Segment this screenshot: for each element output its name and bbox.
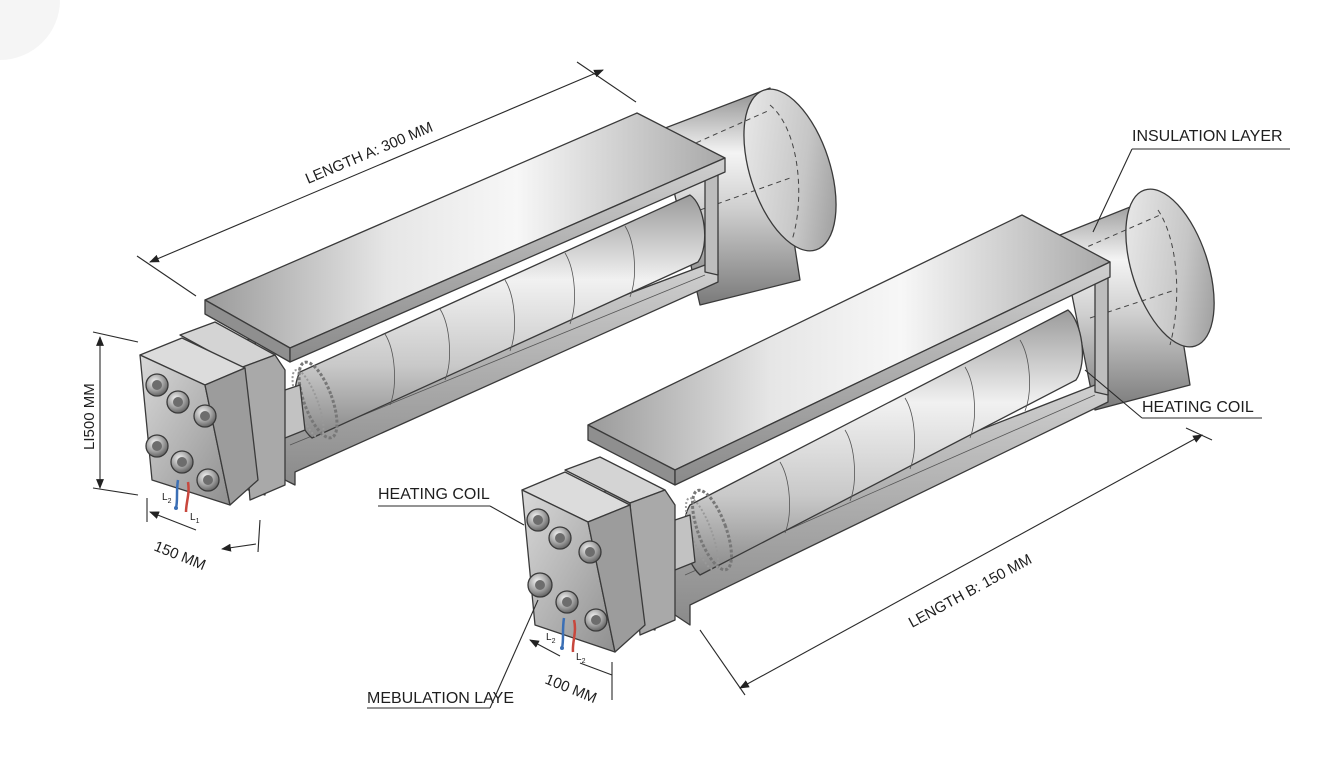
top-plate-b bbox=[587, 214, 1111, 486]
mebulation-layer-label: MEBULATION LAYE bbox=[367, 690, 514, 707]
callout-heating-coil-left: HEATING COIL bbox=[378, 486, 525, 526]
height-label: LI500 MM bbox=[81, 383, 98, 450]
dimension-height: LI500 MM bbox=[81, 331, 139, 496]
coil-windings-a bbox=[291, 360, 339, 440]
wire-label-a-l2: L2 bbox=[162, 492, 172, 505]
wire-red-a bbox=[184, 481, 190, 513]
rear-cylinder-b bbox=[1059, 188, 1215, 411]
wire-label-b-l2-second: L2 bbox=[576, 652, 586, 665]
callout-insulation-layer: INSULATION LAYER bbox=[1092, 128, 1290, 233]
heating-coil-left-label: HEATING COIL bbox=[378, 486, 490, 503]
wire-blue-b bbox=[560, 617, 566, 649]
wire-label-a-l1: L1 bbox=[190, 512, 200, 525]
wire-blue-a bbox=[174, 479, 180, 509]
heater-assembly-b: L2 L2 bbox=[521, 188, 1215, 665]
insulation-layer-label: INSULATION LAYER bbox=[1132, 128, 1283, 145]
callout-heating-coil-right: HEATING COIL bbox=[1084, 369, 1262, 419]
terminal-block-b: L2 L2 bbox=[521, 456, 676, 665]
terminal-block-a: L2 L1 bbox=[139, 321, 286, 525]
wire-label-b-l2: L2 bbox=[546, 632, 556, 645]
callout-mebulation-layer: MEBULATION LAYE bbox=[367, 599, 539, 709]
wire-red-b bbox=[571, 619, 577, 653]
heating-coil-right-label: HEATING COIL bbox=[1142, 399, 1254, 416]
